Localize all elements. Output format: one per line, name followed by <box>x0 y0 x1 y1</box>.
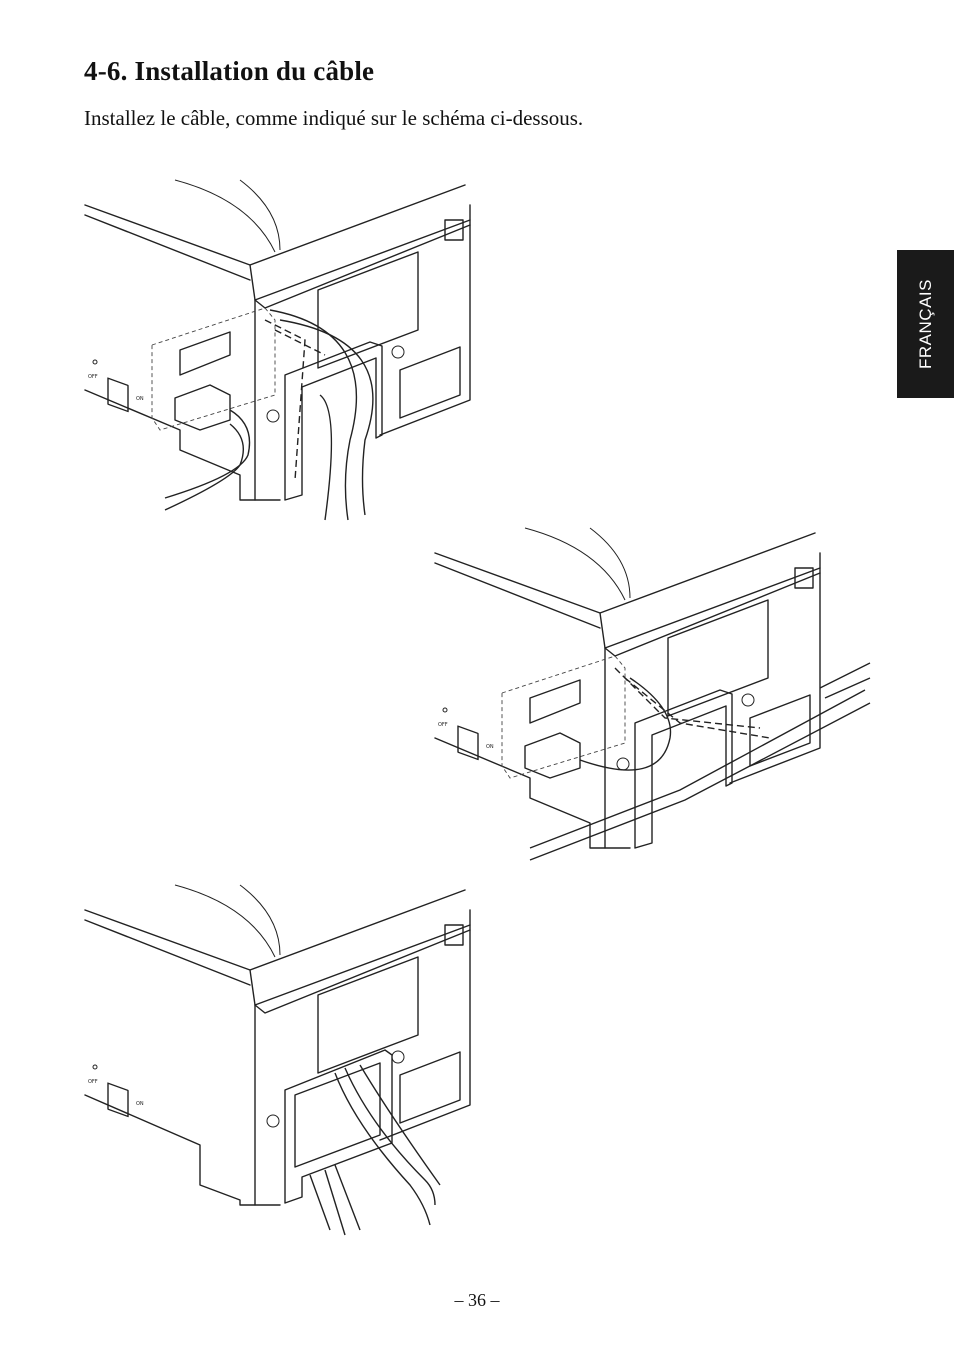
printer-illustration-2: OFF ON <box>434 527 871 861</box>
switch-off-label-1: OFF <box>88 374 98 380</box>
cable-routing-figure-step-3: OFF ON <box>80 884 480 1245</box>
switch-on-label-3: ON <box>136 1101 144 1107</box>
printer-illustration-3: OFF ON <box>84 884 471 1236</box>
intro-text: Installez le câble, comme indiqué sur le… <box>84 106 584 130</box>
switch-off-label-2: OFF <box>438 722 448 728</box>
language-tab: FRANÇAIS <box>897 250 954 398</box>
page-number: – 36 – <box>454 1290 500 1310</box>
cable-routing-figure-step-2: OFF ON <box>430 527 871 873</box>
printer-illustration-1: OFF ON <box>84 179 471 521</box>
section-title: 4-6. Installation du câble <box>84 56 375 86</box>
switch-off-label-3: OFF <box>88 1079 98 1085</box>
language-tab-label: FRANÇAIS <box>915 279 935 369</box>
cable-routing-figure-step-1: OFF ON <box>80 179 480 525</box>
switch-on-label-2: ON <box>486 744 494 750</box>
switch-on-label-1: ON <box>136 396 144 402</box>
